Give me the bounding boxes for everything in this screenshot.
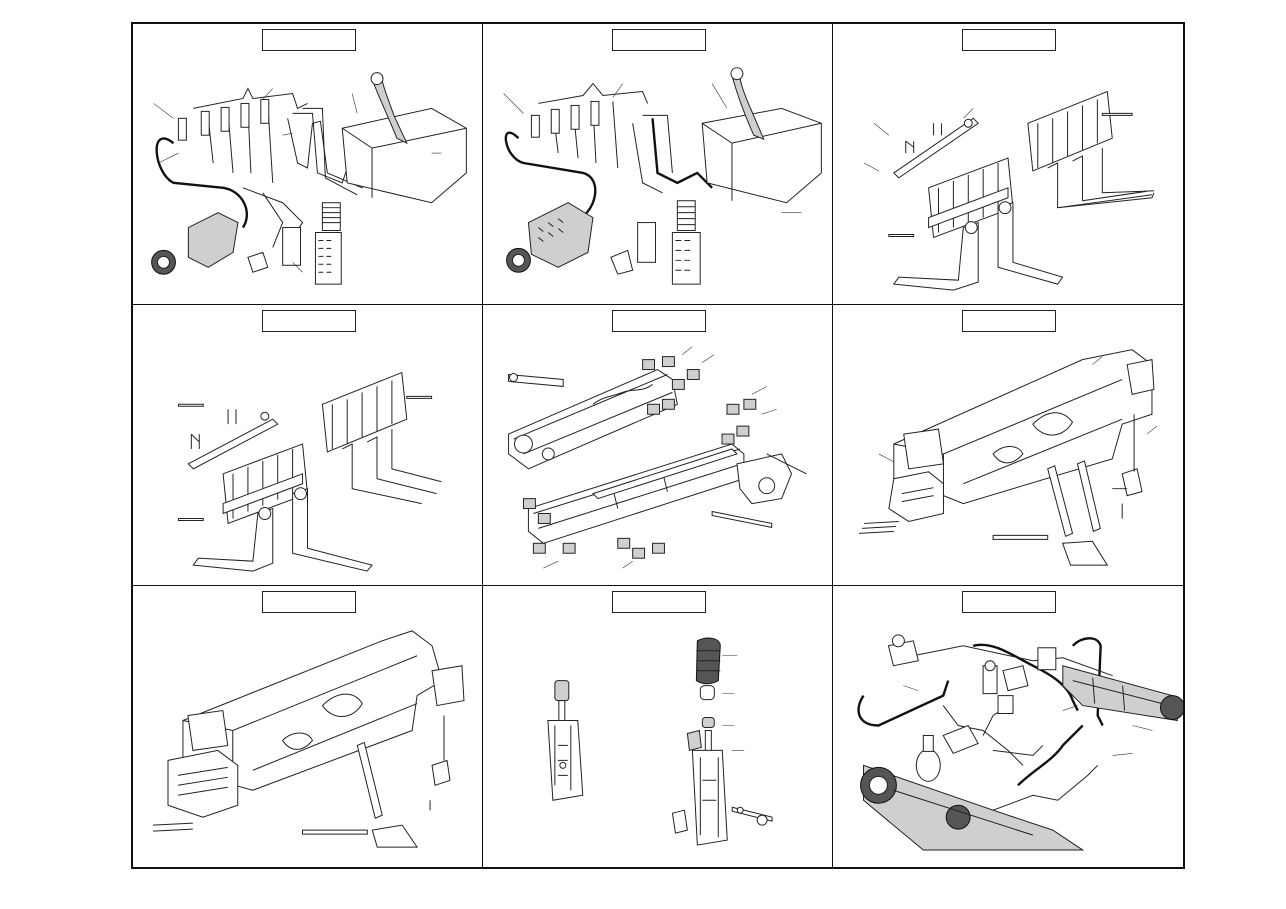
- fuel-system-drawing: [151, 72, 467, 285]
- panel-title-box: [262, 29, 356, 51]
- fuel-system-drawing: [503, 67, 822, 285]
- chassis-frame-drawing: [153, 630, 465, 848]
- control-lever-drawing: [547, 637, 773, 846]
- panel-fuel-system-b: [483, 24, 833, 305]
- chassis-frame-drawing: [859, 349, 1158, 566]
- panel-telescopic-boom: [483, 305, 833, 586]
- panel-title-box: [962, 591, 1056, 613]
- panel-title-box: [262, 310, 356, 332]
- panel-chassis-frame-b: [133, 586, 483, 867]
- panel-fork-carriage-b: [133, 305, 483, 586]
- panel-title-box: [962, 310, 1056, 332]
- panel-fork-carriage-a: [833, 24, 1183, 305]
- panel-control-lever: [483, 586, 833, 867]
- panel-fuel-system-a: [133, 24, 483, 305]
- telescopic-boom-drawing: [508, 346, 807, 569]
- panel-title-box: [612, 29, 706, 51]
- panel-chassis-frame-a: [833, 305, 1183, 586]
- fork-carriage-drawing: [177, 371, 442, 572]
- panel-brake-hydraulics: [833, 586, 1183, 867]
- panel-title-box: [612, 591, 706, 613]
- parts-diagram-sheet: [131, 22, 1185, 869]
- panel-title-box: [262, 591, 356, 613]
- brake-hydraulics-drawing: [857, 634, 1183, 851]
- fork-carriage-drawing: [863, 90, 1155, 291]
- panel-title-box: [962, 29, 1056, 51]
- panel-title-box: [612, 310, 706, 332]
